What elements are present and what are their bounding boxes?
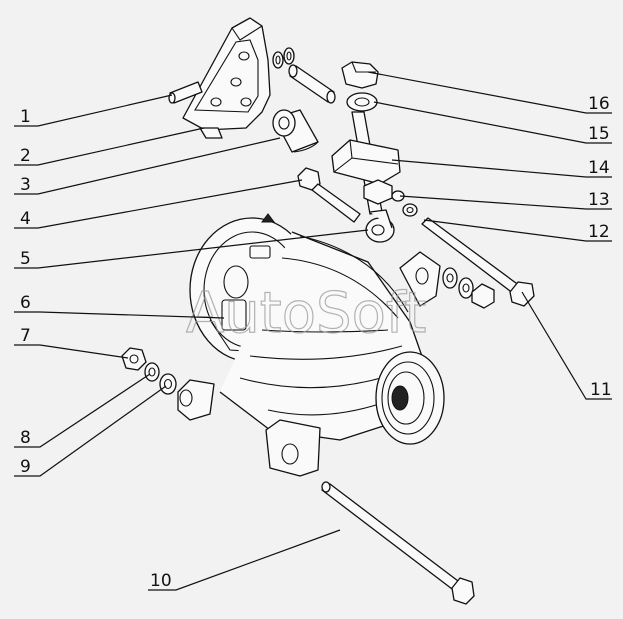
nut xyxy=(297,167,361,223)
callout-13: 13 xyxy=(588,190,610,210)
callout-16: 16 xyxy=(588,94,610,114)
bolt-right xyxy=(421,217,535,307)
washer-right xyxy=(442,267,474,299)
callout-8: 8 xyxy=(20,428,31,448)
callout-1: 1 xyxy=(20,107,31,127)
callout-14: 14 xyxy=(588,158,610,178)
nut-right xyxy=(471,283,495,309)
callout-5: 5 xyxy=(20,249,31,269)
callout-11: 11 xyxy=(590,380,612,400)
callout-4: 4 xyxy=(20,209,31,229)
callout-15: 15 xyxy=(588,124,610,144)
washer-left-2 xyxy=(159,373,177,395)
washer-left-1 xyxy=(144,362,160,382)
callout-9: 9 xyxy=(20,457,31,477)
callout-10: 10 xyxy=(150,571,172,591)
callout-12: 12 xyxy=(588,222,610,242)
watermark-text: AutoSoft xyxy=(186,281,427,346)
long-bolt xyxy=(321,481,475,605)
leader-lines xyxy=(14,71,612,591)
alternator xyxy=(177,213,445,477)
bracket xyxy=(182,17,295,139)
callout-2: 2 xyxy=(20,146,31,166)
callout-7: 7 xyxy=(20,326,31,346)
short-pin xyxy=(288,64,336,104)
callout-3: 3 xyxy=(20,175,31,195)
callout-6: 6 xyxy=(20,293,31,313)
callout-labels: 1 2 3 4 5 6 7 8 9 10 11 12 13 14 15 16 xyxy=(20,94,612,591)
nut-left xyxy=(121,347,147,371)
spacer-sleeve xyxy=(272,109,319,153)
